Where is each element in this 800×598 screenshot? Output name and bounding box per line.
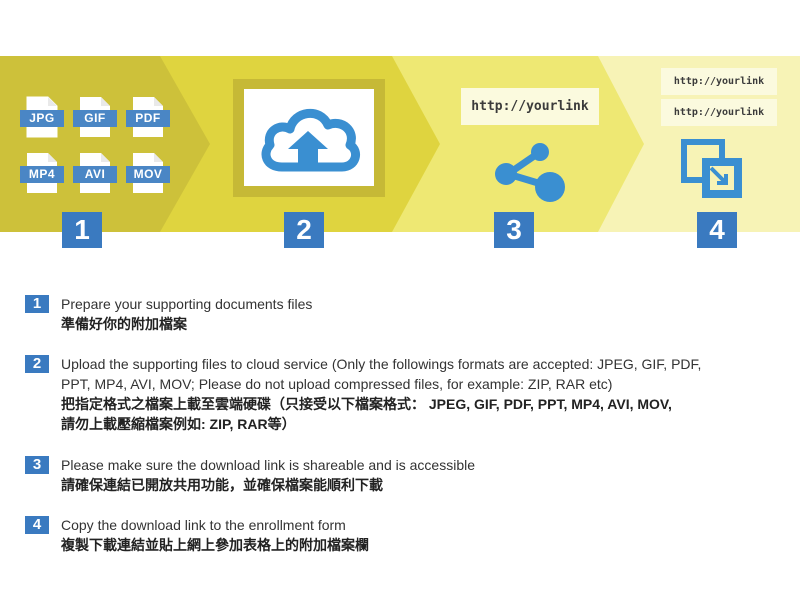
pdf-file-icon: PDF — [126, 96, 170, 138]
step-3-chinese: 請確保連結已開放共用功能，並確保檔案能順利下載 — [61, 477, 383, 493]
copy-link-icon — [681, 139, 742, 198]
mov-file-icon: MOV — [126, 152, 170, 194]
step-1-number: 1 — [62, 212, 102, 248]
gif-file-icon: GIF — [73, 96, 117, 138]
step-badge: 3 — [25, 456, 49, 474]
stage-1-panel — [0, 56, 210, 232]
step-badge: 2 — [25, 355, 49, 373]
mp4-file-icon: MP4 — [20, 152, 64, 194]
share-icon — [495, 143, 565, 202]
step-2-chinese-line-1: 把指定格式之檔案上載至雲端硬碟（只接受以下檔案格式： JPEG, GIF, PD… — [61, 396, 672, 412]
monitor-frame — [233, 79, 385, 197]
shareable-link-box: http://yourlink — [461, 88, 599, 125]
step-2-number: 2 — [284, 212, 324, 248]
step-badge: 1 — [25, 295, 49, 313]
step-1-english: Prepare your supporting documents files — [61, 296, 313, 312]
cloud-upload-icon — [261, 108, 361, 172]
jpg-file-icon: JPG — [20, 96, 64, 138]
step-badge: 4 — [25, 516, 49, 534]
link-box-top: http://yourlink — [661, 68, 777, 95]
step-3-english: Please make sure the download link is sh… — [61, 457, 476, 473]
avi-file-icon: AVI — [73, 152, 117, 194]
step-2-chinese-line-2: 請勿上載壓縮檔案例如: ZIP, RAR等） — [61, 416, 296, 432]
step-4-number: 4 — [697, 212, 737, 248]
step-4-english: Copy the download link to the enrollment… — [61, 517, 346, 533]
step-4-chinese: 複製下載連結並貼上網上參加表格上的附加檔案欄 — [61, 537, 369, 553]
step-3-number: 3 — [494, 212, 534, 248]
monitor-screen — [244, 89, 374, 186]
link-box-bottom: http://yourlink — [661, 99, 777, 126]
step-1-chinese: 準備好你的附加檔案 — [61, 316, 187, 332]
step-2-english-line-1: Upload the supporting files to cloud ser… — [61, 356, 702, 372]
step-2-english-line-2: PPT, MP4, AVI, MOV; Please do not upload… — [61, 376, 613, 392]
